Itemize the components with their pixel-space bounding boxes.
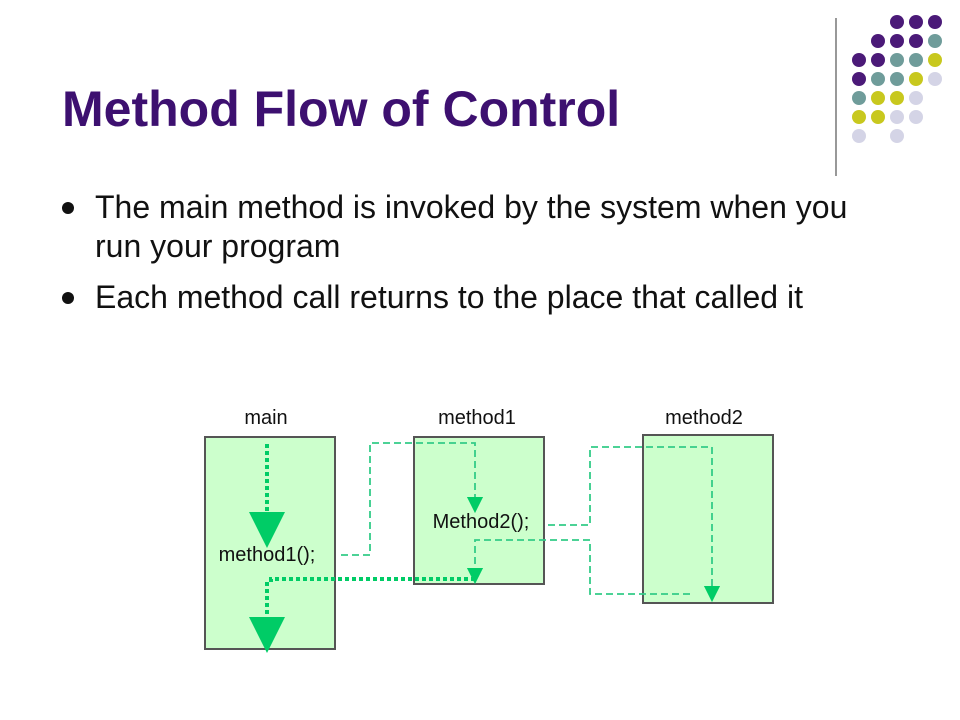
bullet-item: Each method call returns to the place th… (62, 278, 892, 317)
main-call-label: method1(); (219, 544, 316, 566)
decor-dot (909, 91, 923, 105)
method1-call-label: Method2(); (433, 511, 530, 533)
decor-dot (871, 34, 885, 48)
decorative-dot-cluster (835, 15, 942, 176)
decor-dot (852, 53, 866, 67)
decor-dot (871, 53, 885, 67)
decor-dot (928, 72, 942, 86)
return-to-main-arrow (269, 577, 475, 584)
decor-dot (871, 72, 885, 86)
decor-dot (909, 72, 923, 86)
bullet-text: The main method is invoked by the system… (95, 189, 848, 264)
decor-dot (928, 34, 942, 48)
decor-dot (890, 129, 904, 143)
bullet-dot-icon (62, 292, 74, 304)
decor-dot (852, 110, 866, 124)
call-method1-arrow (341, 442, 484, 556)
column-label-method2: method2 (665, 407, 743, 429)
decor-dot (871, 91, 885, 105)
decor-dot (890, 34, 904, 48)
call-method2-arrow (548, 446, 721, 603)
main-method-box (204, 436, 336, 650)
decor-dot (890, 72, 904, 86)
decor-dot (909, 53, 923, 67)
bullet-list: The main method is invoked by the system… (62, 188, 892, 329)
decor-dot (871, 110, 885, 124)
decor-dot (890, 91, 904, 105)
decor-dot (852, 72, 866, 86)
decor-dot (890, 53, 904, 67)
decor-dot (909, 15, 923, 29)
return-to-method1-arrow (466, 539, 690, 595)
bullet-dot-icon (62, 202, 74, 214)
bullet-text: Each method call returns to the place th… (95, 279, 803, 315)
decor-dot (890, 15, 904, 29)
column-label-main: main (244, 407, 287, 429)
decor-dot (928, 53, 942, 67)
decor-dot (852, 129, 866, 143)
column-label-method1: method1 (438, 407, 516, 429)
method2-box (642, 434, 774, 604)
bullet-item: The main method is invoked by the system… (62, 188, 892, 266)
decor-dot (852, 91, 866, 105)
page-title: Method Flow of Control (62, 81, 621, 137)
decor-dot (890, 110, 904, 124)
decor-dot (928, 15, 942, 29)
decor-dot (909, 110, 923, 124)
decor-dot (909, 34, 923, 48)
